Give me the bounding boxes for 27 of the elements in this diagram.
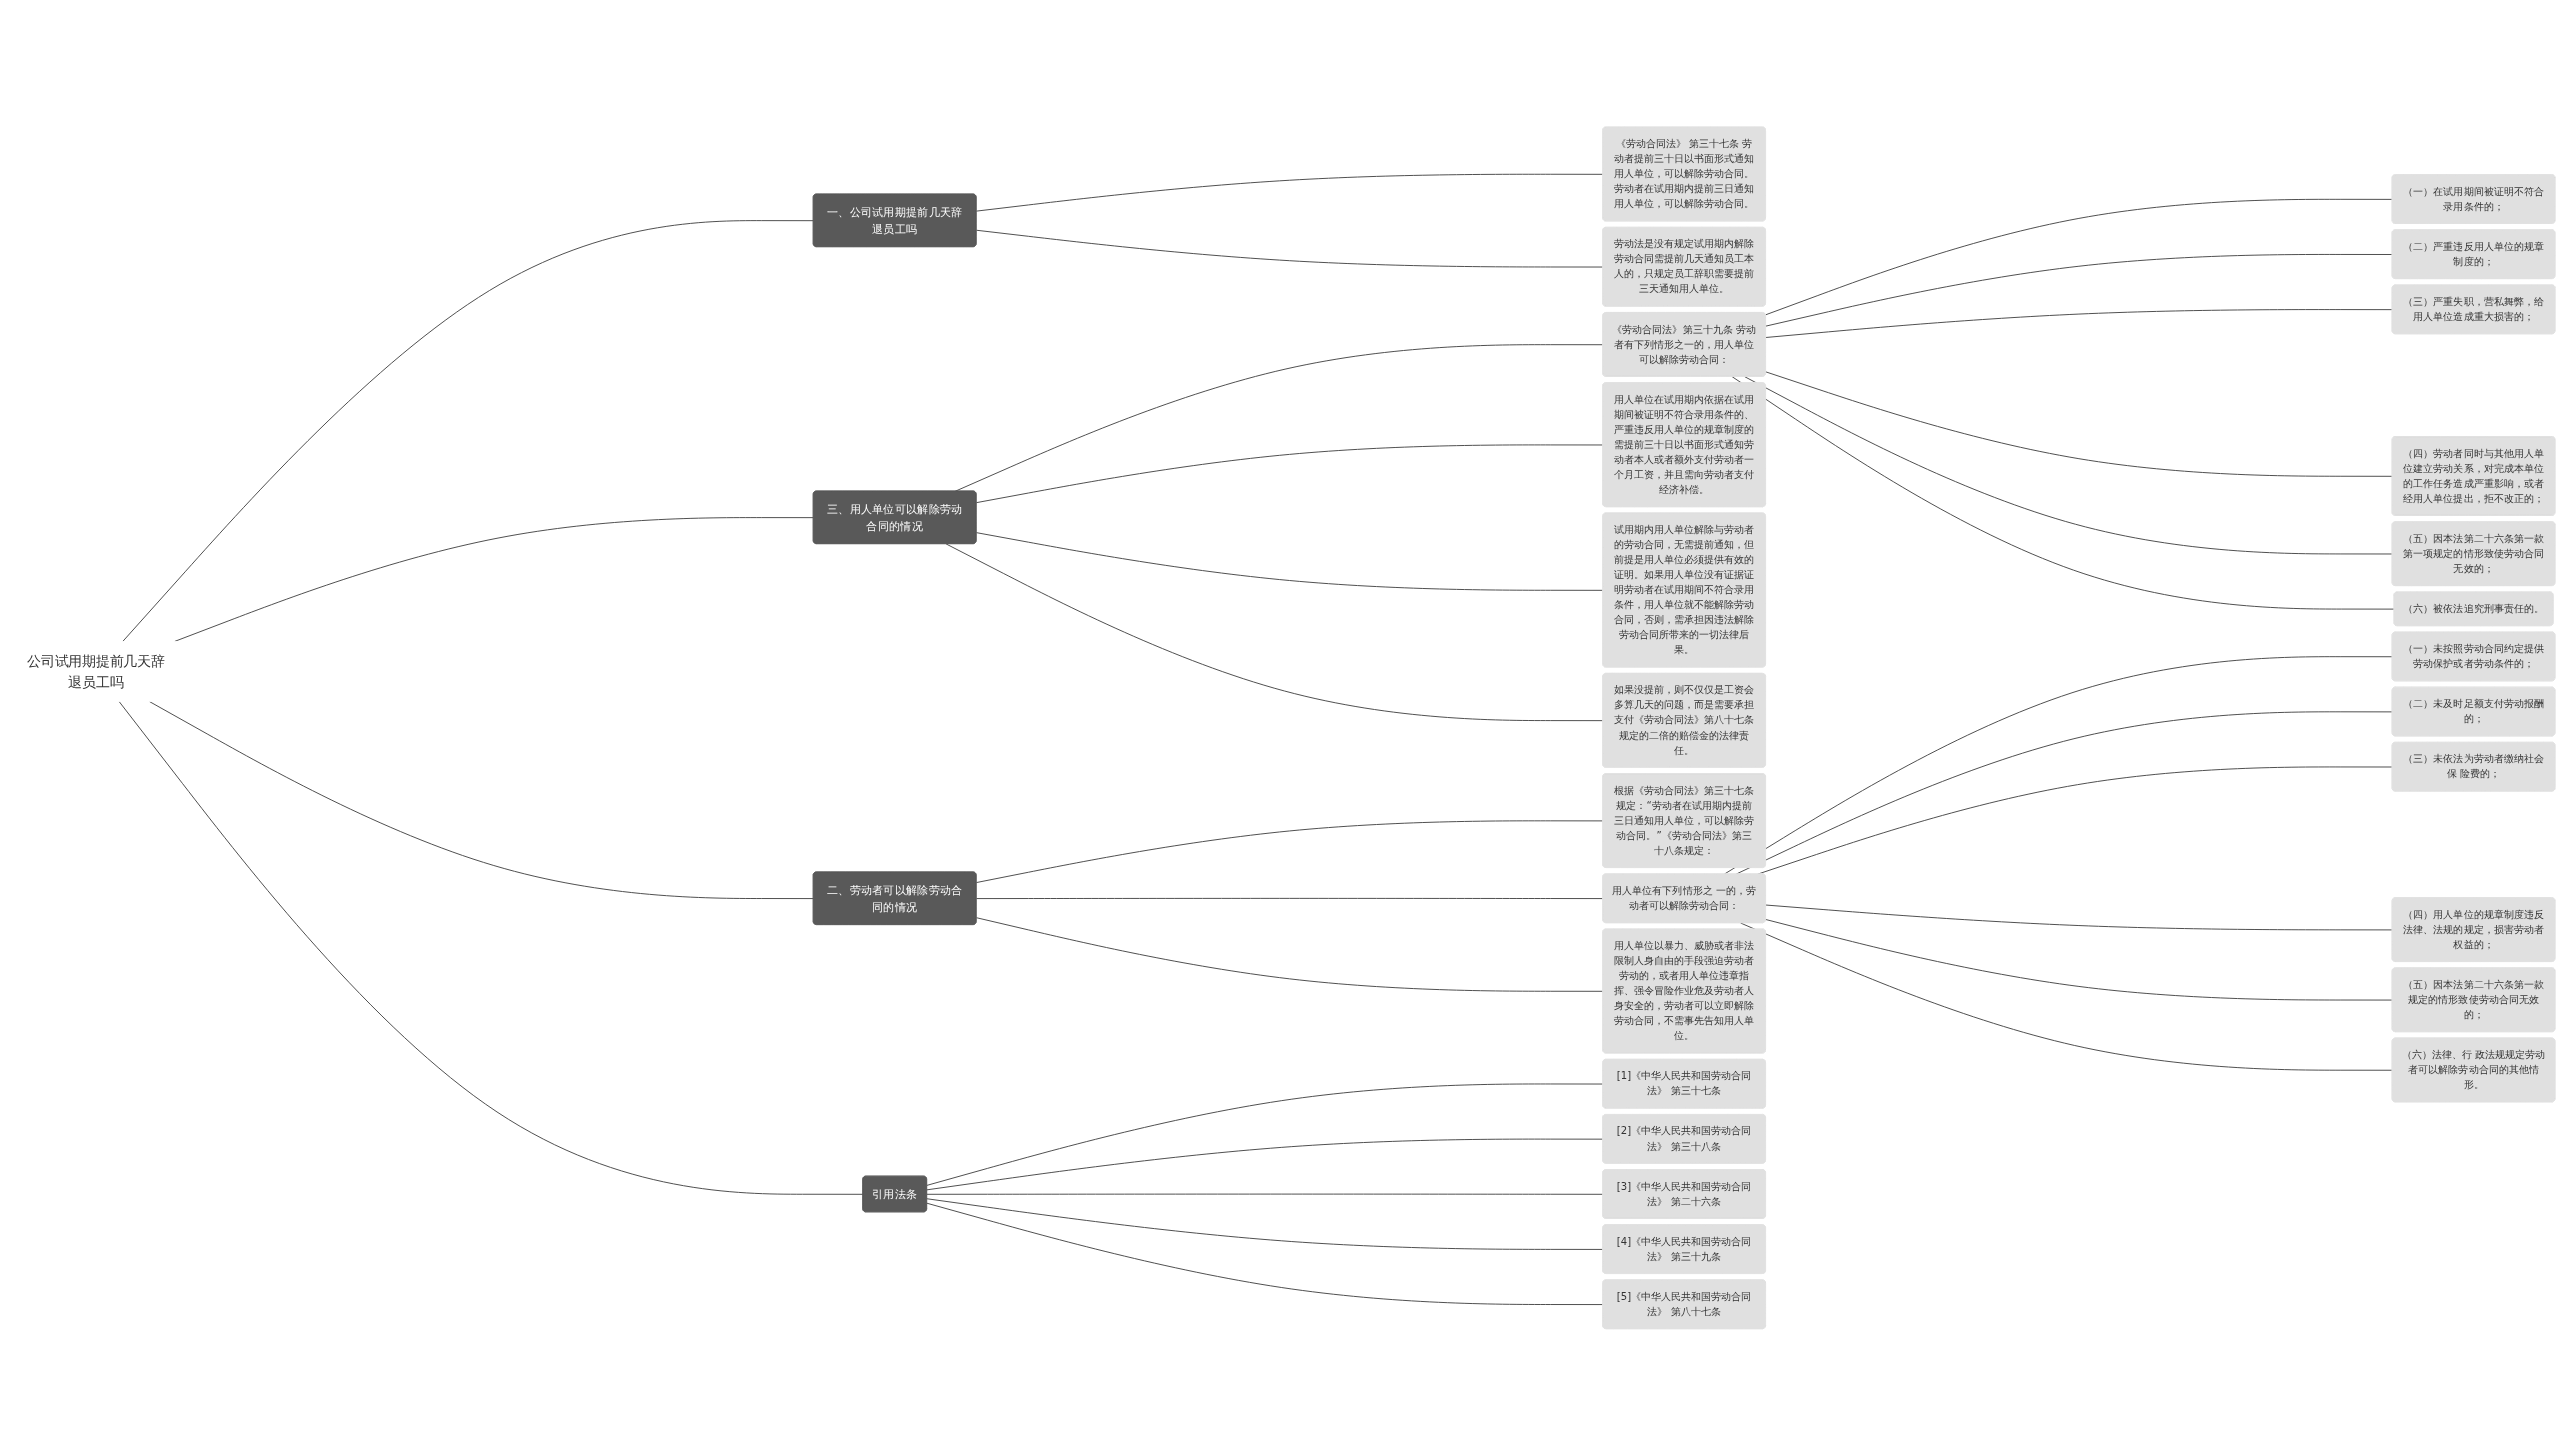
connector bbox=[926, 1202, 1604, 1305]
connector bbox=[926, 1083, 1604, 1186]
connector bbox=[1731, 375, 2395, 610]
connector bbox=[976, 173, 1604, 212]
connector bbox=[976, 531, 1604, 591]
connector bbox=[976, 820, 1604, 883]
connector bbox=[174, 516, 814, 642]
connector bbox=[976, 897, 1604, 899]
connector bbox=[976, 916, 1604, 992]
connector bbox=[976, 229, 1604, 268]
connector bbox=[122, 219, 814, 642]
connector bbox=[1744, 375, 2393, 555]
connector bbox=[945, 543, 1604, 721]
connector bbox=[1765, 198, 2393, 315]
connector bbox=[118, 700, 864, 1195]
connector bbox=[1765, 253, 2393, 327]
connector bbox=[926, 1197, 1604, 1250]
connector bbox=[1765, 918, 2393, 1001]
node-text: 公司试用期提前几天辞退员工吗 bbox=[26, 652, 165, 690]
connector bbox=[926, 1193, 1604, 1195]
connector bbox=[1765, 308, 2393, 338]
connector bbox=[1765, 904, 2393, 930]
connector bbox=[976, 444, 1604, 503]
connector bbox=[1740, 922, 2393, 1071]
connector bbox=[149, 700, 814, 899]
connector bbox=[1765, 371, 2393, 477]
connector bbox=[926, 1138, 1604, 1190]
